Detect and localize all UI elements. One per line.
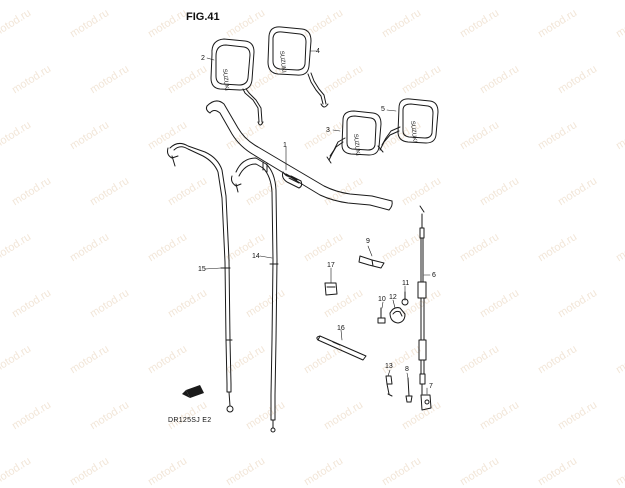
callout-10: 10 (378, 296, 386, 303)
callout-15: 15 (198, 266, 206, 273)
mirror-2-brand: SUZUKI (221, 69, 229, 92)
callout-8: 8 (405, 366, 409, 373)
part-10 (377, 307, 386, 324)
part-9 (358, 255, 385, 269)
callout-3: 3 (326, 127, 330, 134)
figure-title: FIG.41 (186, 11, 220, 23)
callout-12: 12 (389, 294, 397, 301)
mirror-4 (267, 26, 329, 108)
callout-2: 2 (201, 55, 205, 62)
callout-13: 13 (385, 363, 393, 370)
front-arrow-symbol (182, 385, 204, 398)
mirror-5-brand: SUZUKI (409, 121, 417, 144)
mirror-4-brand: SUZUKI (278, 51, 286, 74)
callout-11: 11 (402, 280, 410, 287)
diagram-drawing: SUZUKI SUZUKI SUZUKI SUZUKI (167, 26, 439, 433)
part-16 (316, 335, 367, 361)
callout-1: 1 (283, 142, 287, 149)
callout-6: 6 (432, 272, 436, 279)
model-code: DR125SJ E2 (168, 417, 212, 424)
callout-14: 14 (252, 253, 260, 260)
cable-6 (417, 205, 427, 395)
callout-17: 17 (327, 262, 335, 269)
part-7 (420, 394, 432, 411)
mirror-3-brand: SUZUKI (352, 134, 360, 157)
callout-9: 9 (366, 238, 370, 245)
part-13 (385, 375, 393, 397)
callout-16: 16 (337, 325, 345, 332)
handlebar-1 (205, 100, 393, 211)
cable-15 (167, 142, 234, 413)
callout-4: 4 (316, 48, 320, 55)
callout-7: 7 (429, 383, 433, 390)
part-8 (405, 377, 413, 403)
mirror-5 (377, 98, 439, 153)
callout-5: 5 (381, 106, 385, 113)
mirror-2 (210, 38, 264, 126)
part-11 (401, 291, 409, 306)
cable-14 (231, 157, 279, 433)
part-17 (324, 282, 338, 296)
part-12 (389, 307, 406, 324)
